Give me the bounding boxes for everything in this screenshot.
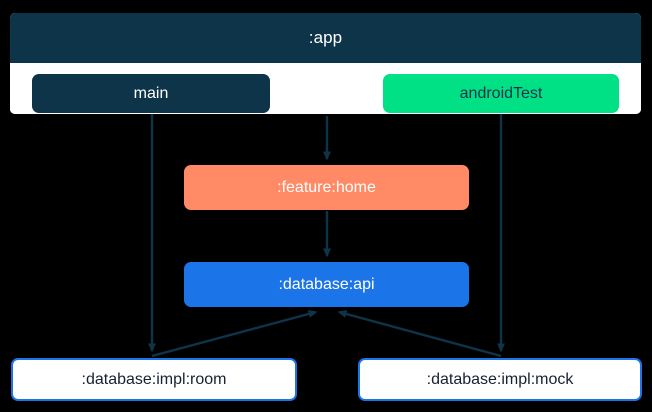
node-main-label: main xyxy=(133,84,169,102)
node-androidtest[interactable]: androidTest xyxy=(383,74,619,113)
app-subgraph-title-bar: :app xyxy=(10,13,641,63)
node-database-impl-room[interactable]: :database:impl:room xyxy=(11,358,297,401)
edge-mock-to-database-api xyxy=(337,310,502,358)
edge-room-to-database-api xyxy=(151,310,318,358)
node-database-impl-room-label: :database:impl:room xyxy=(81,370,227,388)
node-feature-home-label: :feature:home xyxy=(277,178,376,196)
node-database-api[interactable]: :database:api xyxy=(184,262,469,307)
node-database-impl-mock[interactable]: :database:impl:mock xyxy=(358,358,642,401)
app-subgraph-title: :app xyxy=(308,28,343,47)
node-androidtest-label: androidTest xyxy=(459,84,543,102)
node-feature-home[interactable]: :feature:home xyxy=(184,165,469,210)
app-subgraph-container[interactable]: :app main androidTest xyxy=(10,13,641,114)
app-subgraph-body: main androidTest xyxy=(10,63,641,114)
node-database-api-label: :database:api xyxy=(278,275,375,293)
node-database-impl-mock-label: :database:impl:mock xyxy=(426,370,574,388)
node-main[interactable]: main xyxy=(32,74,270,113)
